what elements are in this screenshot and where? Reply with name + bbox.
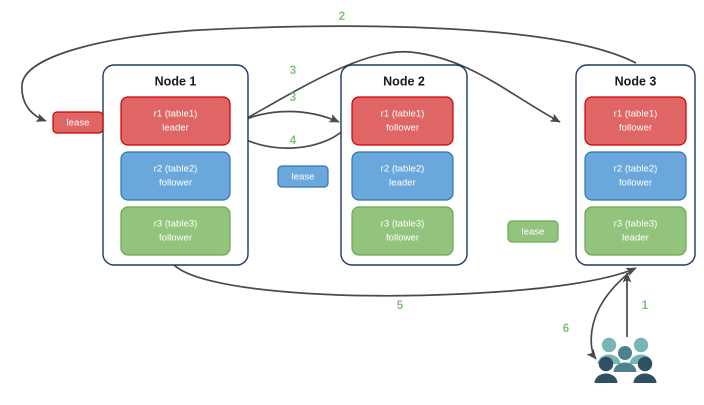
node-2-group[interactable]: Node 2 r1 (table1) follower r2 (table2) … bbox=[340, 64, 468, 266]
users-people-icon[interactable] bbox=[594, 337, 657, 383]
replica-n2r1[interactable]: r1 (table1) follower bbox=[351, 96, 454, 146]
step-label-6: 6 bbox=[563, 323, 569, 335]
people-middle bbox=[613, 346, 637, 372]
arrow-step-2 bbox=[21, 25, 637, 122]
step-label-5: 5 bbox=[397, 300, 404, 312]
replica-line1: r1 (table1) bbox=[381, 109, 425, 120]
node-2-title: Node 2 bbox=[383, 74, 425, 88]
replica-line2: follower bbox=[386, 233, 420, 244]
replica-line1: r1 (table1) bbox=[154, 109, 198, 120]
replica-n1r3[interactable]: r3 (table3) follower bbox=[120, 206, 231, 256]
replica-box[interactable] bbox=[351, 151, 454, 201]
replica-box[interactable] bbox=[120, 96, 231, 146]
replica-box[interactable] bbox=[584, 206, 687, 256]
replica-box[interactable] bbox=[120, 151, 231, 201]
replica-line2: leader bbox=[622, 233, 649, 244]
replica-line2: follower bbox=[619, 178, 653, 189]
node-1-title: Node 1 bbox=[155, 74, 197, 88]
lease-badge-green[interactable] bbox=[507, 220, 559, 243]
step-label-4: 4 bbox=[290, 135, 297, 147]
replica-line2: follower bbox=[159, 233, 193, 244]
replica-box[interactable] bbox=[351, 96, 454, 146]
replica-line1: r3 (table3) bbox=[154, 219, 198, 230]
lease-blue-group[interactable]: lease bbox=[277, 165, 329, 188]
lease-red-group[interactable]: lease bbox=[52, 111, 104, 134]
replica-line1: r1 (table1) bbox=[614, 109, 658, 120]
arrow-step-5 bbox=[173, 264, 637, 297]
replica-n3r3[interactable]: r3 (table3) leader bbox=[584, 206, 687, 256]
step-label-2: 2 bbox=[339, 11, 345, 23]
node-3-group[interactable]: Node 3 r1 (table1) follower r2 (table2) … bbox=[575, 64, 696, 266]
replica-line2: follower bbox=[159, 178, 193, 189]
replica-n1r1[interactable]: r1 (table1) leader bbox=[120, 96, 231, 146]
replica-n3r2[interactable]: r2 (table2) follower bbox=[584, 151, 687, 201]
replica-line1: r2 (table2) bbox=[154, 164, 198, 175]
replica-line1: r2 (table2) bbox=[614, 164, 658, 175]
replica-line1: r2 (table2) bbox=[381, 164, 425, 175]
replica-box[interactable] bbox=[120, 206, 231, 256]
replica-box[interactable] bbox=[351, 206, 454, 256]
replica-box[interactable] bbox=[584, 151, 687, 201]
replica-box[interactable] bbox=[584, 96, 687, 146]
replica-n3r1[interactable]: r1 (table1) follower bbox=[584, 96, 687, 146]
replica-line2: follower bbox=[386, 123, 420, 134]
replica-line2: leader bbox=[389, 178, 416, 189]
replica-line1: r3 (table3) bbox=[614, 219, 658, 230]
replica-line2: leader bbox=[162, 123, 189, 134]
lease-badge-label: lease bbox=[292, 172, 315, 183]
arrow-step-3-to-node3 bbox=[230, 51, 561, 128]
lease-badge-red[interactable] bbox=[52, 111, 104, 134]
replica-line2: follower bbox=[619, 123, 653, 134]
people-front-row bbox=[594, 356, 657, 383]
lease-badge-blue[interactable] bbox=[277, 165, 329, 188]
lease-badge-label: lease bbox=[67, 118, 90, 129]
replica-n2r2[interactable]: r2 (table2) leader bbox=[351, 151, 454, 201]
lease-badge-label: lease bbox=[522, 227, 545, 238]
step-label-1: 1 bbox=[642, 300, 649, 312]
arrow-step-6 bbox=[586, 271, 631, 360]
lease-green-group[interactable]: lease bbox=[507, 220, 559, 243]
replica-n2r3[interactable]: r3 (table3) follower bbox=[351, 206, 454, 256]
step-label-3b: 3 bbox=[290, 92, 296, 104]
node-3-title: Node 3 bbox=[615, 74, 657, 88]
replica-line1: r3 (table3) bbox=[381, 219, 425, 230]
step-label-3a: 3 bbox=[290, 65, 296, 77]
node-1-group[interactable]: Node 1 r1 (table1) leader r2 (table2) fo… bbox=[102, 64, 249, 266]
replica-n1r2[interactable]: r2 (table2) follower bbox=[120, 151, 231, 201]
